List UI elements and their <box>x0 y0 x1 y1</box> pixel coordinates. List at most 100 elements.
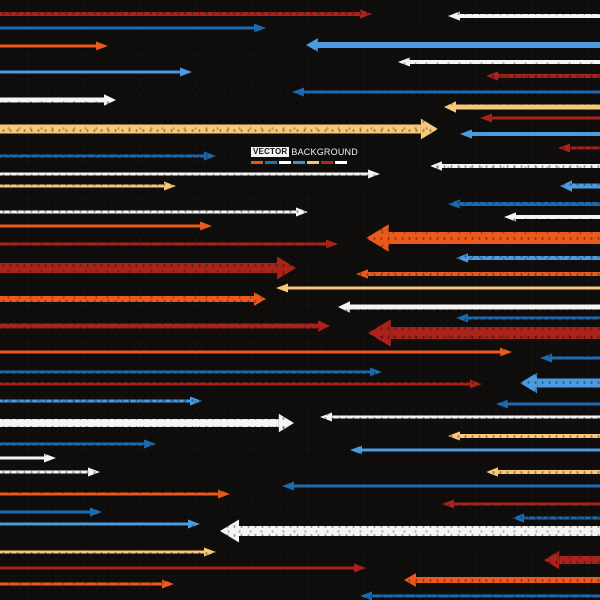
arrow-shaft <box>0 582 162 586</box>
arrow-shaft <box>0 456 44 460</box>
arrow-head <box>354 563 366 573</box>
arrow-graphic <box>512 513 600 523</box>
arrow-graphic <box>320 412 600 422</box>
arrow-head <box>326 239 338 249</box>
arrow-shaft <box>0 350 500 354</box>
arrow-graphic <box>368 319 600 347</box>
color-swatch <box>251 161 263 164</box>
arrow-graphic <box>486 467 600 477</box>
title-row: VECTOR BACKGROUND <box>251 146 358 157</box>
arrow-head <box>486 71 498 81</box>
arrow-head <box>420 118 438 140</box>
arrow-graphic <box>0 379 482 389</box>
arrow-graphic <box>0 563 366 573</box>
arrow-head <box>254 292 266 306</box>
arrow-head <box>44 453 56 463</box>
arrow-graphic <box>366 224 600 252</box>
arrow-head <box>360 591 372 600</box>
arrow-shaft <box>570 146 600 150</box>
arrow-shaft <box>456 104 600 110</box>
arrow-graphic <box>486 71 600 81</box>
arrow-shaft <box>0 470 88 474</box>
arrow-graphic <box>0 320 330 332</box>
arrow-shaft <box>492 116 600 120</box>
arrow-graphic <box>0 439 156 449</box>
arrow-graphic <box>360 591 600 600</box>
arrow-head <box>442 499 454 509</box>
arrow-head <box>504 212 516 222</box>
arrow-shaft <box>294 484 600 488</box>
title-block: VECTOR BACKGROUND <box>251 146 358 166</box>
arrow-head <box>220 519 239 543</box>
arrow-head <box>164 181 176 191</box>
arrow-shaft <box>0 566 354 570</box>
arrow-head <box>456 253 468 263</box>
arrow-head <box>292 87 304 97</box>
arrow-shaft <box>468 256 600 260</box>
arrow-shaft <box>416 577 600 583</box>
arrow-shaft <box>0 419 279 427</box>
arrow-shaft <box>0 296 254 302</box>
arrow-graphic <box>0 547 216 557</box>
arrow-head <box>204 547 216 557</box>
arrow-graphic <box>460 129 600 139</box>
arrow-graphic <box>544 550 600 570</box>
arrow-head <box>88 467 100 477</box>
arrow-head <box>90 507 102 517</box>
arrow-shaft <box>559 556 600 564</box>
arrow-shaft <box>0 522 188 526</box>
arrow-head <box>520 372 538 394</box>
arrow-shaft <box>362 448 600 452</box>
arrow-head <box>398 57 410 67</box>
arrow-shaft <box>0 154 204 158</box>
arrow-shaft <box>516 215 600 219</box>
arrow-graphic <box>220 519 600 543</box>
arrow-shaft <box>372 594 600 598</box>
arrow-graphic <box>504 212 600 222</box>
arrow-graphic <box>0 256 296 280</box>
arrow-head <box>444 101 456 113</box>
arrow-shaft <box>442 164 600 168</box>
arrow-shaft <box>390 327 600 339</box>
arrow-head <box>296 207 308 217</box>
arrow-head <box>500 347 512 357</box>
color-swatch <box>335 161 347 164</box>
arrow-shaft <box>332 415 600 419</box>
arrow-shaft <box>0 70 180 74</box>
arrow-graphic <box>404 573 600 587</box>
color-swatch <box>321 161 333 164</box>
arrow-head <box>368 169 380 179</box>
arrow-graphic <box>356 269 600 279</box>
arrow-graphic <box>0 489 230 499</box>
arrow-graphic <box>496 399 600 409</box>
arrow-graphic <box>560 180 600 192</box>
arrow-graphic <box>0 579 174 589</box>
arrow-head <box>544 550 560 570</box>
arrow-shaft <box>0 382 470 386</box>
arrow-shaft <box>0 210 296 214</box>
arrow-shaft <box>0 370 370 374</box>
arrow-shaft <box>0 184 164 188</box>
arrow-shaft <box>472 132 600 136</box>
arrow-head <box>370 367 382 377</box>
arrow-head <box>486 467 498 477</box>
arrow-shaft <box>0 26 254 30</box>
arrow-shaft <box>498 74 600 78</box>
arrow-graphic <box>0 94 116 106</box>
arrow-head <box>470 379 482 389</box>
arrow-shaft <box>368 272 600 276</box>
arrow-graphic <box>0 367 382 377</box>
arrow-graphic <box>0 467 100 477</box>
arrow-shaft <box>537 378 600 388</box>
arrow-head <box>218 489 230 499</box>
arrow-head <box>278 413 294 433</box>
arrow-shaft <box>460 14 600 18</box>
arrow-graphic <box>0 347 512 357</box>
arrow-head <box>320 412 332 422</box>
arrow-shaft <box>288 286 600 290</box>
arrow-graphic <box>442 499 600 509</box>
arrow-graphic <box>520 372 600 394</box>
arrow-head <box>277 256 296 280</box>
arrow-graphic <box>0 221 212 231</box>
